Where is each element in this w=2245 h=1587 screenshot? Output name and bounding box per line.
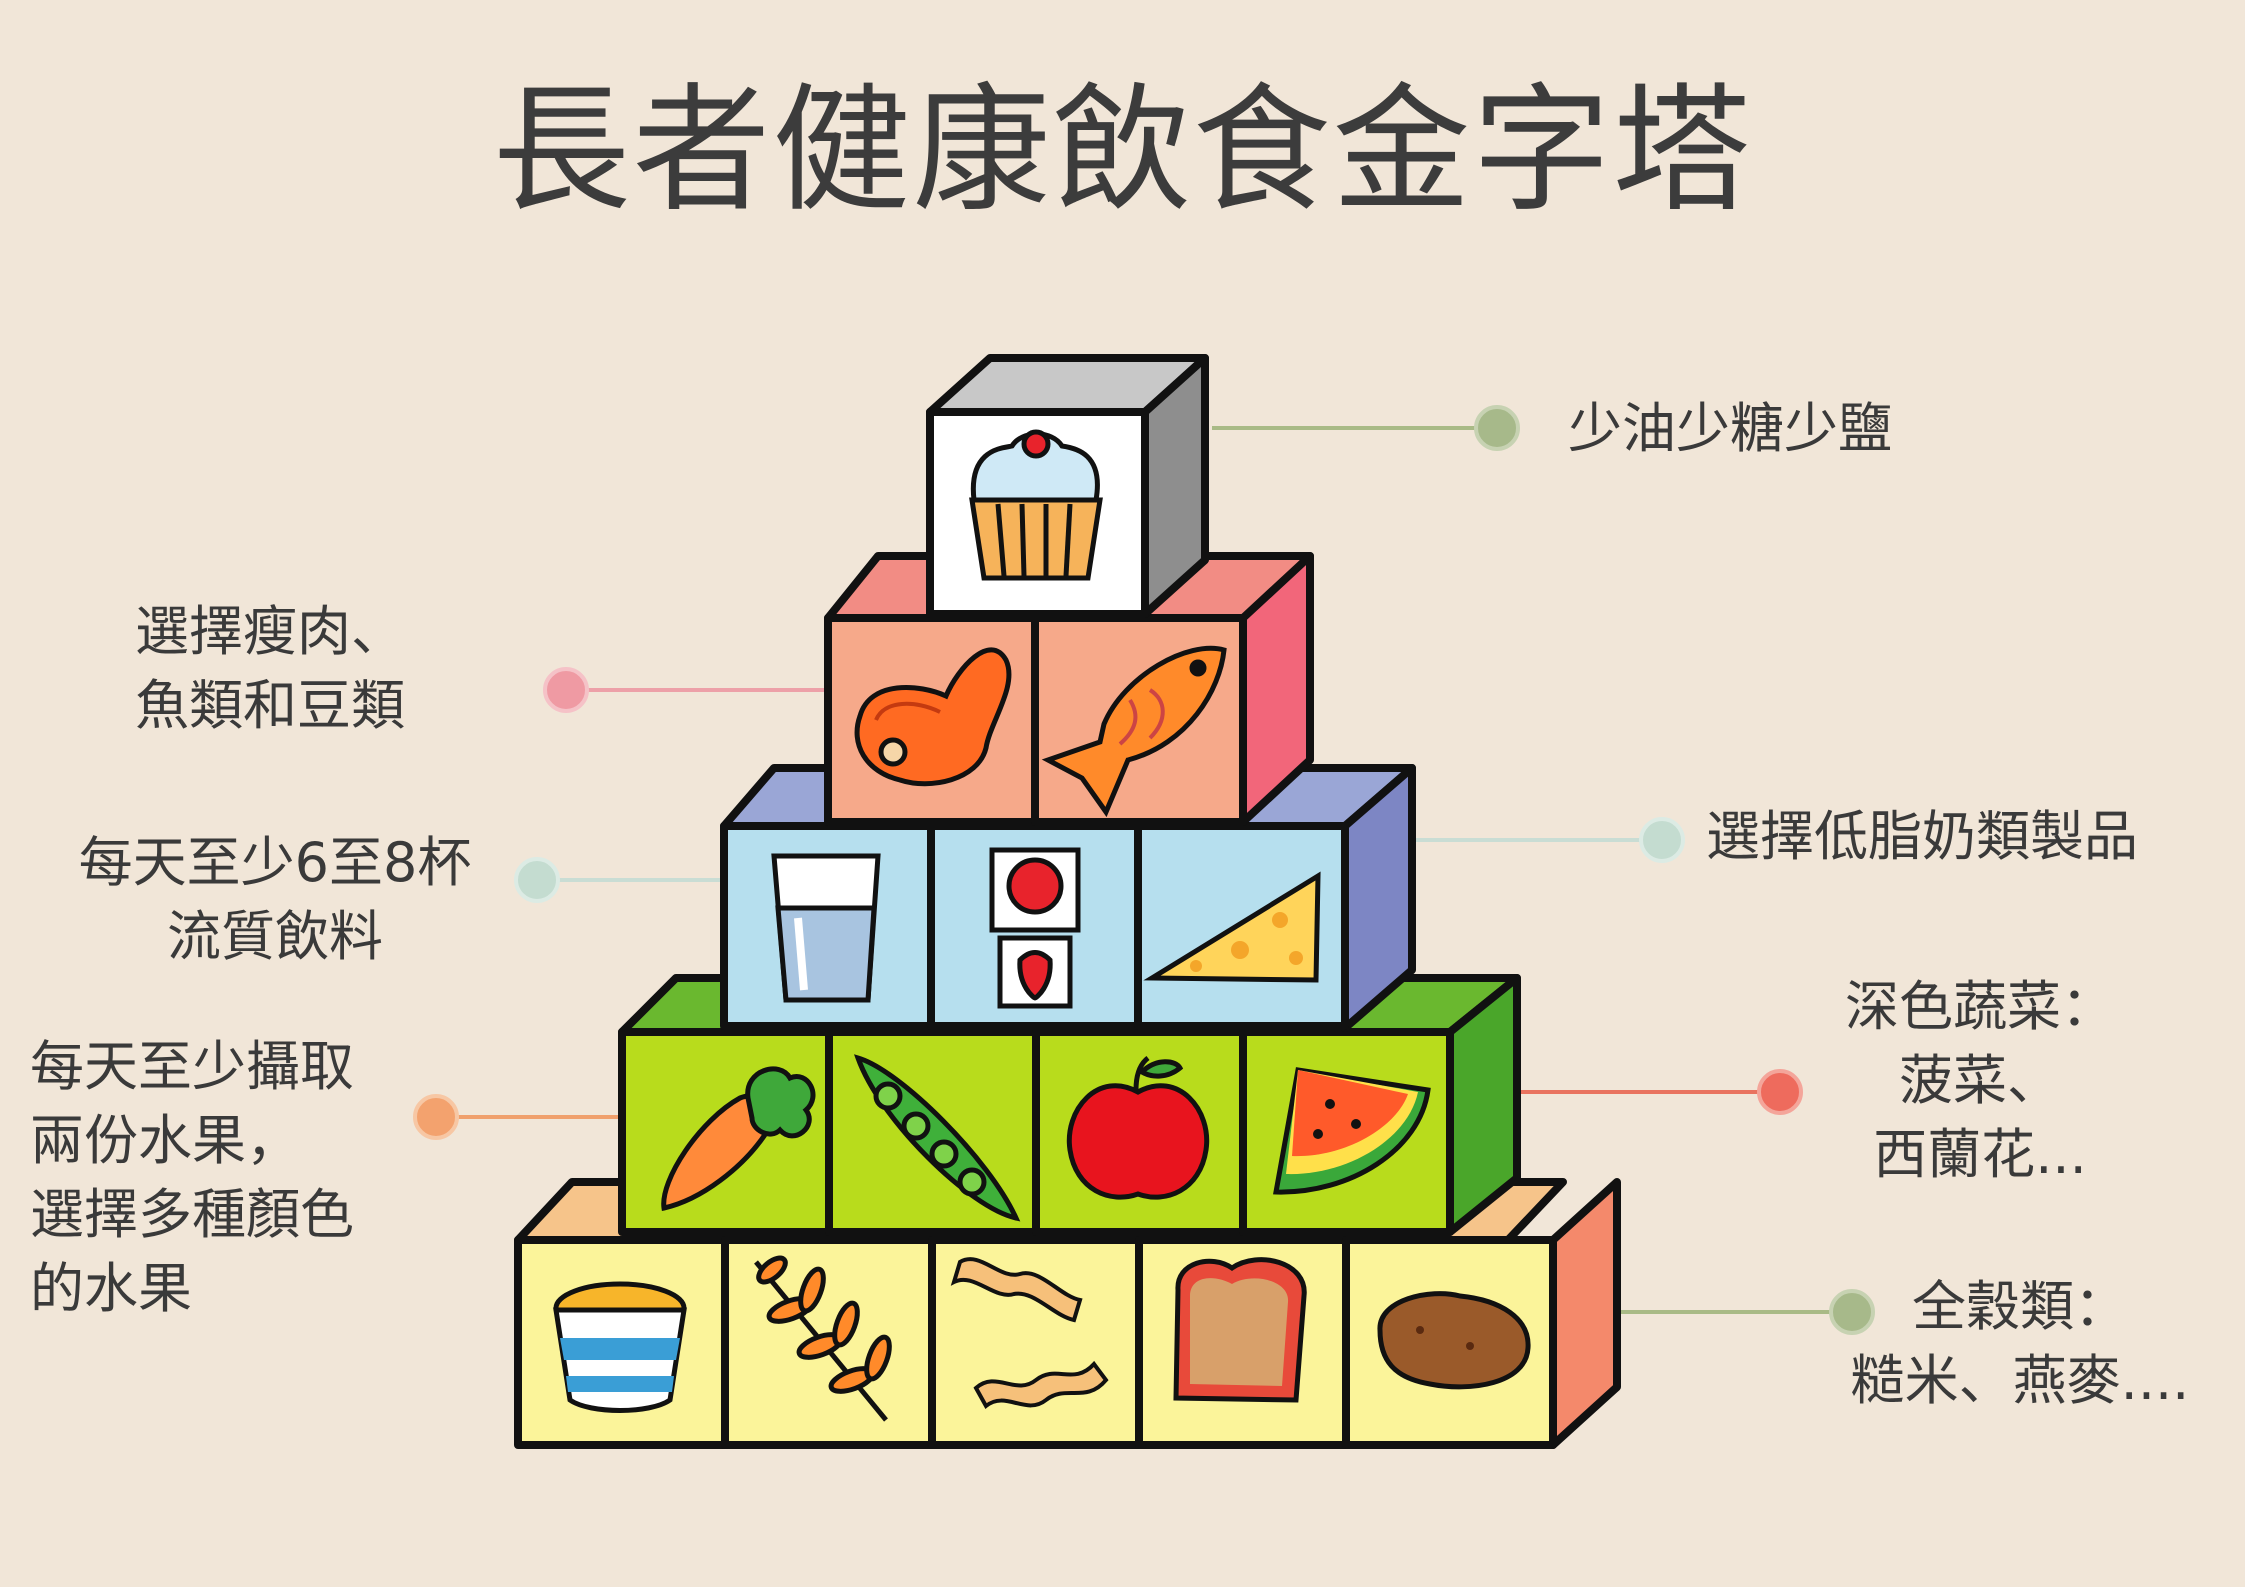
label-protein-line-1: 選擇瘦肉、	[135, 600, 405, 663]
milk-glass-icon	[771, 853, 881, 1003]
connectors	[413, 405, 1875, 1335]
pasta-icon	[950, 1257, 1109, 1410]
label-vegetables-line-3: 西蘭花...	[1873, 1123, 2087, 1186]
cereal-bowl-icon	[553, 1281, 687, 1413]
label-fluids-line-2: 流質飲料	[167, 905, 383, 968]
label-protein: 選擇瘦肉、 魚類和豆類	[135, 595, 405, 743]
connector-fluids-dot	[514, 857, 560, 903]
connector-top-dot	[1474, 405, 1520, 451]
wheat-icon	[754, 1255, 892, 1422]
label-fruit-line-1: 每天至少攝取	[30, 1035, 354, 1098]
label-grains-line-2: 糙米、燕麥....	[1850, 1349, 2190, 1412]
peapod-icon	[854, 1054, 1021, 1222]
connector-dairy-dot	[1639, 817, 1685, 863]
cheese-icon	[1143, 871, 1321, 983]
potato-icon	[1377, 1291, 1531, 1390]
label-grains-line-1: 全穀類：	[1912, 1275, 2128, 1338]
cupcake-icon	[969, 429, 1103, 581]
connector-vegetables-dot	[1757, 1069, 1803, 1115]
label-top: 少油少糖少鹽	[1568, 392, 1892, 466]
label-fruit-line-2: 兩份水果，	[30, 1109, 300, 1172]
connector-protein-dot	[543, 667, 589, 713]
page-title: 長者健康飲食金字塔	[492, 70, 1753, 231]
yogurt-icon	[989, 847, 1081, 1009]
carrot-icon	[661, 1066, 816, 1212]
grain-side	[1549, 1178, 1621, 1449]
meat-steak-icon	[854, 647, 1012, 787]
label-fluids: 每天至少6至8杯 流質飲料	[40, 826, 510, 974]
label-top-line-1: 少油少糖少鹽	[1568, 397, 1892, 460]
label-grains: 全穀類： 糙米、燕麥....	[1840, 1270, 2200, 1418]
bread-icon	[1173, 1257, 1307, 1403]
label-fluids-line-1: 每天至少6至8杯	[78, 831, 472, 894]
fish-icon	[1041, 645, 1227, 818]
label-dairy-line-1: 選擇低脂奶類製品	[1706, 805, 2138, 868]
label-fruit-line-3: 選擇多種顏色	[30, 1183, 354, 1246]
label-protein-line-2: 魚類和豆類	[135, 674, 405, 737]
label-dairy: 選擇低脂奶類製品	[1706, 800, 2138, 874]
watermelon-icon	[1273, 1067, 1431, 1195]
label-fruit: 每天至少攝取 兩份水果， 選擇多種顏色 的水果	[30, 1030, 354, 1326]
label-vegetables-line-2: 菠菜、	[1899, 1049, 2061, 1112]
label-fruit-line-4: 的水果	[30, 1257, 192, 1320]
apple-icon	[1066, 1056, 1210, 1200]
label-vegetables: 深色蔬菜： 菠菜、 西蘭花...	[1820, 970, 2140, 1192]
connector-fruit-dot	[413, 1094, 459, 1140]
label-vegetables-line-1: 深色蔬菜：	[1845, 975, 2115, 1038]
connector-grains-dot	[1829, 1289, 1875, 1335]
